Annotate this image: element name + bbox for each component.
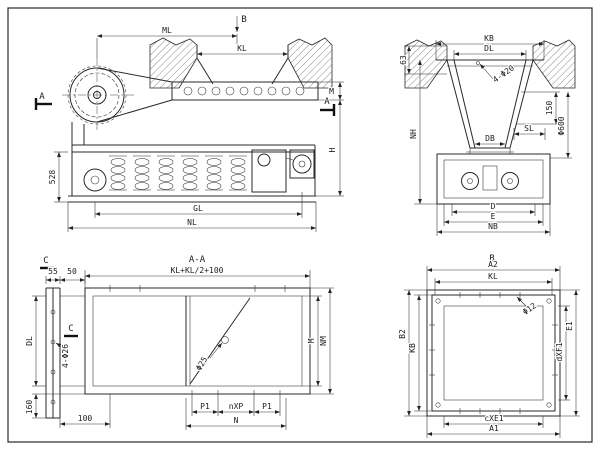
dim-label-ml: ML — [162, 26, 172, 35]
dim-label-p1-right: P1 — [262, 402, 272, 411]
dim-label-100: 100 — [78, 414, 93, 423]
dim-label-phi600: Φ600 — [557, 116, 566, 135]
dim-label-db: DB — [485, 134, 495, 143]
end-view-dimensions — [404, 40, 572, 236]
dim-label-gl: GL — [193, 204, 203, 213]
dim-label-a1: A1 — [489, 424, 499, 433]
dim-label-dl: DL — [25, 336, 34, 346]
section-c-marker-mid: C — [68, 324, 73, 334]
dim-label-b2: B2 — [398, 329, 407, 339]
side-view: B ML KL A A M H 528 GL NL — [34, 14, 344, 232]
dim-label-dxf1: dXF1 — [555, 342, 564, 361]
dim-label-kl: KL — [488, 272, 498, 281]
support-frame — [68, 122, 316, 203]
section-a-marker-right: A — [324, 97, 330, 107]
sprocket-wheel — [62, 58, 134, 133]
dim-label-nm: NM — [319, 336, 328, 346]
dim-label-sl: SL — [524, 124, 534, 133]
ground-hatch-right — [287, 37, 333, 89]
ground-hatch-right — [532, 39, 576, 89]
dim-label-cxe1: cXE1 — [484, 414, 503, 423]
view-b: B A2 KL B2 KB E1 dXF1 Φ12 cXE1 A1 — [397, 253, 580, 438]
dim-label-kl: KL — [237, 44, 247, 53]
section-aa-dimensions — [32, 266, 334, 430]
dim-label-528: 528 — [48, 170, 57, 185]
dim-label-160: 160 — [25, 400, 34, 415]
side-flange-strip — [45, 287, 85, 419]
dim-label-m: M — [307, 338, 316, 343]
dim-label-nb: NB — [488, 222, 498, 231]
dim-label-top: KL+KL/2+100 — [171, 266, 224, 275]
dim-label-d: D — [491, 202, 496, 211]
dim-label-m: M — [329, 87, 334, 96]
dim-label-nl: NL — [187, 218, 197, 227]
dim-label-nxp: nXP — [229, 402, 244, 411]
drive-unit — [251, 149, 315, 193]
section-c-marker-top: C — [43, 256, 48, 266]
dim-label-p1-left: P1 — [200, 402, 210, 411]
dim-label-a2: A2 — [488, 260, 498, 269]
view-b-title: B — [489, 254, 494, 264]
flange-plan — [426, 289, 561, 417]
dim-label-55: 55 — [48, 267, 58, 276]
box-outline — [84, 285, 311, 398]
hole-callout-flange: 4-Φ26 — [61, 344, 70, 368]
dim-label-e: E — [491, 212, 496, 221]
dim-label-n: N — [234, 416, 239, 425]
section-aa-title: A-A — [189, 255, 206, 265]
dim-label-nh: NH — [409, 129, 418, 139]
hopper-walls — [196, 45, 289, 85]
section-b-marker: B — [241, 15, 246, 25]
dim-label-63: 63 — [399, 55, 408, 65]
view-b-dimensions — [404, 266, 580, 438]
trough-section — [436, 148, 551, 205]
dim-label-h: H — [328, 147, 337, 152]
dim-label-150: 150 — [545, 101, 554, 116]
side-view-dimensions — [34, 16, 344, 232]
feeder-deck — [96, 67, 319, 123]
section-a-marker-left: A — [39, 92, 45, 102]
end-view: KB DL 4-Φ20 63 NH 150 Φ600 SL DB D E NB — [398, 33, 576, 236]
dim-label-kb: KB — [408, 343, 417, 353]
dim-label-kb: KB — [484, 34, 494, 43]
dim-label-50: 50 — [67, 267, 77, 276]
dim-label-e1: E1 — [565, 321, 574, 331]
dim-label-dl: DL — [484, 44, 494, 53]
